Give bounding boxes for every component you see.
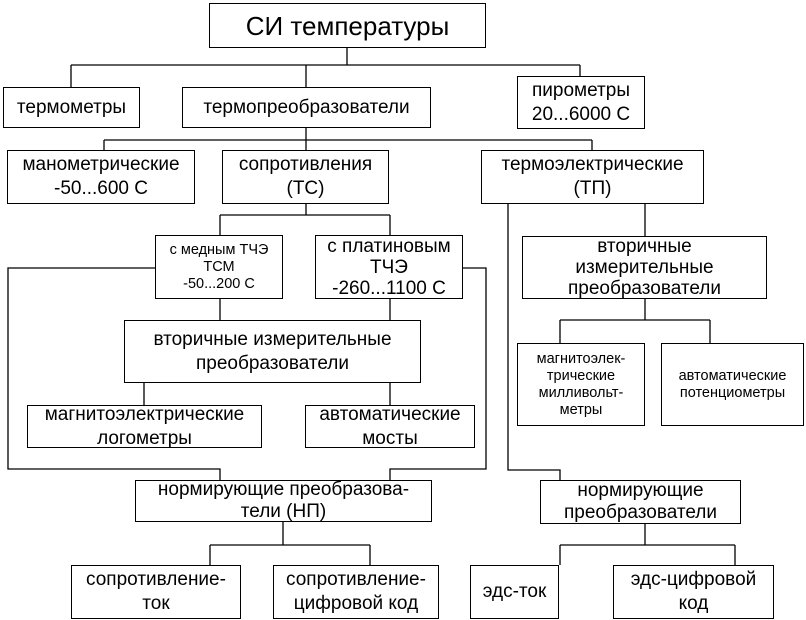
root-node: СИ температуры	[209, 3, 486, 48]
node-normalizing-right: нормирующие преобразователи	[540, 480, 741, 524]
node-auto-potentiometers: автоматические потенциометры	[661, 343, 804, 426]
node-resistance: сопротивления (ТС)	[222, 150, 389, 204]
node-magneto-millivoltmeters: магнитоэлек- трические милливольт- метры	[517, 343, 645, 426]
node-thermoelectric: термоэлектрические (ТП)	[481, 150, 704, 204]
node-resistance-digital: сопротивление- цифровой код	[273, 565, 439, 619]
node-secondary-left: вторичные измерительные преобразователи	[124, 320, 421, 383]
node-secondary-right: вторичные измерительные преобразователи	[522, 236, 767, 299]
node-emf-current: эдс-ток	[470, 565, 559, 619]
node-thermometers: термометры	[3, 87, 140, 128]
node-normalizing-left: нормирующие преобразова- тели (НП)	[135, 479, 432, 522]
node-magneto-logometers: магнитоэлектрические логометры	[27, 404, 262, 449]
node-emf-digital: эдс-цифровой код	[613, 565, 774, 619]
node-copper: с медным ТЧЭ ТСМ -50...200 С	[155, 235, 283, 299]
node-manometric: манометрические -50...600 С	[7, 150, 195, 204]
node-thermo-converters: термопреобразователи	[182, 87, 431, 128]
node-pyrometers: пирометры 20...6000 С	[517, 76, 645, 129]
node-auto-bridges: автоматические мосты	[305, 404, 475, 449]
node-resistance-current: сопротивление- ток	[71, 565, 241, 619]
node-platinum: с платиновым ТЧЭ -260...1100 С	[315, 235, 463, 299]
